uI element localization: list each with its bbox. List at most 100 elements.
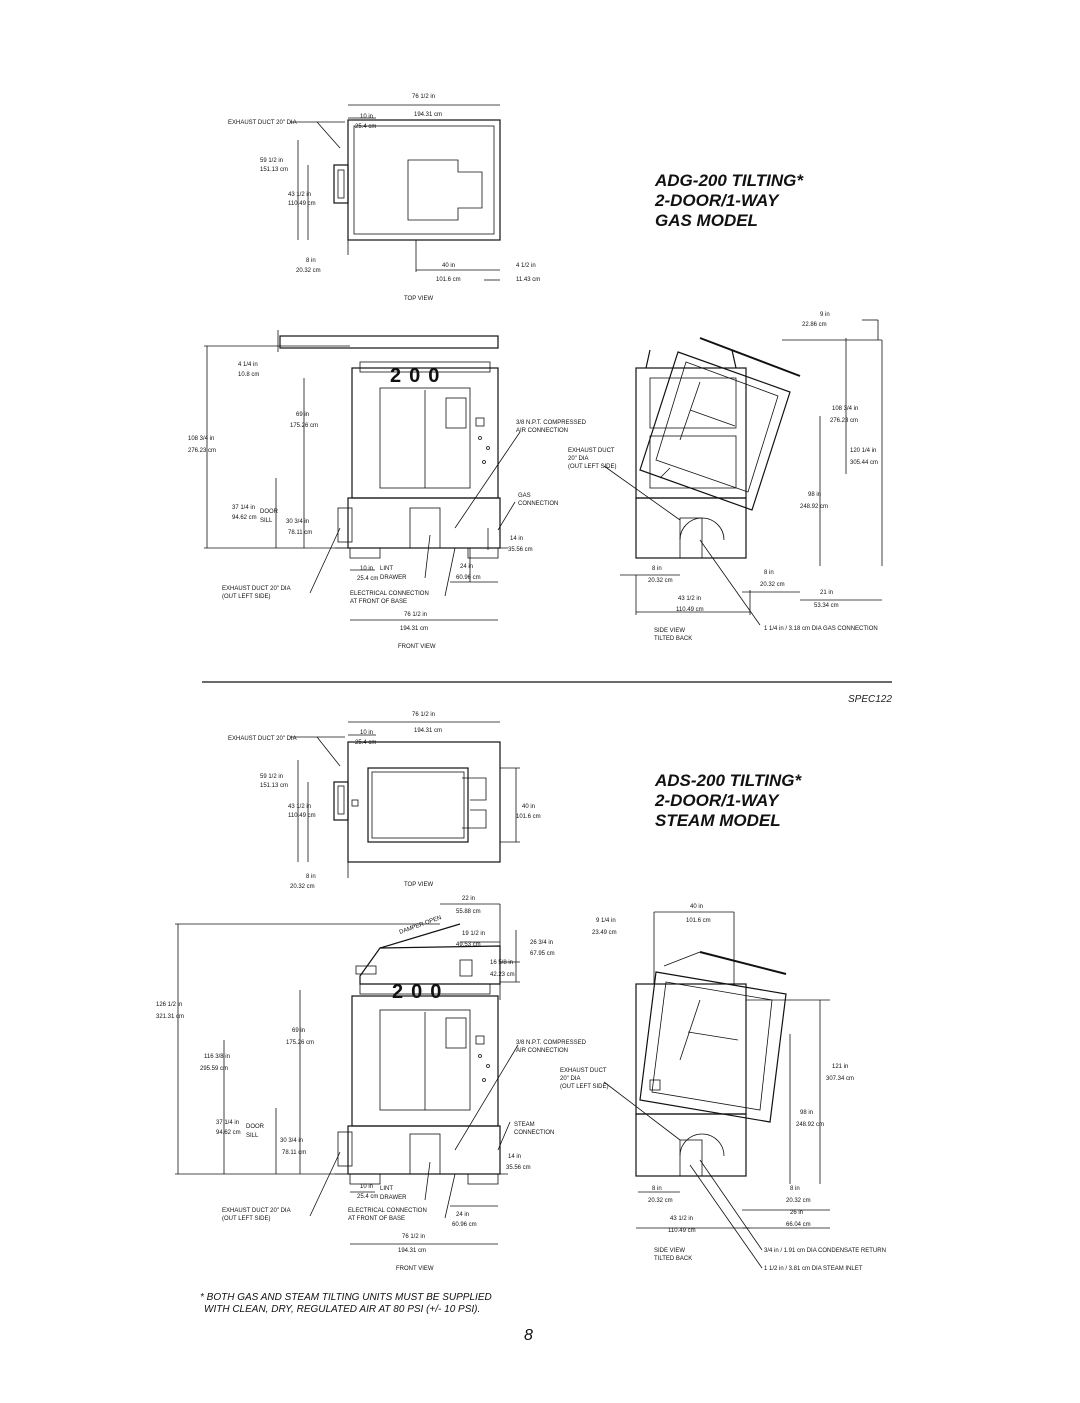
gas-side-8a-cm: 20.32 cm: [648, 578, 673, 584]
gas-side-8a-in: 8 in: [652, 566, 662, 572]
gas-front-sill: SILL: [260, 518, 273, 524]
gas-top-10-in: 10 in: [360, 114, 373, 120]
gas-side-21-in: 21 in: [820, 590, 833, 596]
steam-top-43-in: 43 1/2 in: [288, 804, 311, 810]
gas-title-line2: 2-DOOR/1-WAY: [654, 191, 780, 210]
gas-top-view: EXHAUST DUCT 20" DIA 76 1/2 in 194.31 cm…: [228, 94, 540, 302]
gas-side-exh-1: EXHAUST DUCT: [568, 448, 615, 454]
gas-front-elec-2: AT FRONT OF BASE: [350, 599, 407, 605]
gas-front-air-1: 3/8 N.P.T. COMPRESSED: [516, 420, 587, 426]
gas-top-43-cm: 110.49 cm: [288, 201, 316, 207]
steam-front-69-in: 69 in: [292, 1028, 305, 1034]
steam-front-16-cm: 42.23 cm: [490, 972, 515, 978]
gas-front-elec-1: ELECTRICAL CONNECTION: [350, 591, 429, 597]
gas-top-8-cm: 20.32 cm: [296, 268, 321, 274]
steam-side-121-cm: 307.34 cm: [826, 1076, 854, 1082]
gas-front-24-in: 24 in: [460, 564, 473, 570]
gas-front-10-cm: 25.4 cm: [357, 576, 378, 582]
gas-top-8-in: 8 in: [306, 258, 316, 264]
gas-top-40-cm: 101.6 cm: [436, 277, 461, 283]
steam-side-exh-2: 20" DIA: [560, 1076, 580, 1082]
gas-side-9-cm: 22.86 cm: [802, 322, 827, 328]
steam-front-steam-1: STEAM: [514, 1122, 535, 1128]
gas-front-108-cm: 276.23 cm: [188, 448, 216, 454]
footnote-line2: WITH CLEAN, DRY, REGULATED AIR AT 80 PSI…: [204, 1304, 480, 1315]
steam-side-40-cm: 101.6 cm: [686, 918, 711, 924]
steam-side-26-in: 26 in: [790, 1210, 803, 1216]
steam-front-elec-1: ELECTRICAL CONNECTION: [348, 1208, 427, 1214]
steam-front-126-cm: 321.31 cm: [156, 1014, 184, 1020]
steam-side-inlet: 1 1/2 in / 3.81 cm DIA STEAM INLET: [764, 1266, 863, 1272]
gas-front-caption: FRONT VIEW: [398, 644, 436, 650]
steam-title-line2: 2-DOOR/1-WAY: [654, 791, 780, 810]
steam-top-8-in: 8 in: [306, 874, 316, 880]
gas-front-number: 200: [390, 365, 447, 387]
steam-front-drawer: DRAWER: [380, 1195, 407, 1201]
gas-front-gas-1: GAS: [518, 493, 531, 499]
steam-front-30-in: 30 3/4 in: [280, 1138, 303, 1144]
steam-top-caption: TOP VIEW: [404, 882, 433, 888]
gas-front-37-cm: 94.62 cm: [232, 515, 257, 521]
steam-front-16-in: 16 5/8 in: [490, 960, 513, 966]
steam-side-8a-cm: 20.32 cm: [648, 1198, 673, 1204]
steam-side-98-in: 98 in: [800, 1110, 813, 1116]
gas-top-width-cm: 194.31 cm: [414, 112, 442, 118]
steam-front-19-in: 19 1/2 in: [462, 931, 485, 937]
steam-side-caption-1: SIDE VIEW: [654, 1248, 685, 1254]
gas-side-exh-2: 20" DIA: [568, 456, 588, 462]
steam-side-8b-in: 8 in: [790, 1186, 800, 1192]
steam-front-37-in: 37 1/4 in: [216, 1120, 239, 1126]
gas-side-120-in: 120 1/4 in: [850, 448, 876, 454]
steam-front-steam-2: CONNECTION: [514, 1130, 554, 1136]
steam-side-exh-3: (OUT LEFT SIDE): [560, 1084, 608, 1090]
steam-front-19-cm: 49.53 cm: [456, 942, 481, 948]
gas-front-14-cm: 35.56 cm: [508, 547, 533, 553]
steam-side-26-cm: 66.04 cm: [786, 1222, 811, 1228]
gas-front-24-cm: 60.96 cm: [456, 575, 481, 581]
gas-top-10-cm: 25.4 cm: [355, 124, 376, 130]
spec-code: SPEC122: [848, 694, 892, 705]
steam-front-caption: FRONT VIEW: [396, 1266, 434, 1272]
gas-side-caption-1: SIDE VIEW: [654, 628, 685, 634]
gas-front-30-cm: 78.11 cm: [288, 530, 312, 536]
steam-front-lint: LINT: [380, 1186, 393, 1192]
gas-top-caption: TOP VIEW: [404, 296, 433, 302]
gas-top-4-in: 4 1/2 in: [516, 263, 536, 269]
steam-top-59-cm: 151.13 cm: [260, 783, 288, 789]
gas-side-view: 9 in 22.86 cm 108 3/4 in 276.23 cm 120 1…: [568, 312, 883, 642]
steam-front-69-cm: 175.26 cm: [286, 1040, 314, 1046]
gas-front-gas-2: CONNECTION: [518, 501, 558, 507]
gas-top-59-in: 59 1/2 in: [260, 158, 283, 164]
gas-side-9-in: 9 in: [820, 312, 830, 318]
steam-side-121-in: 121 in: [832, 1064, 848, 1070]
gas-side-120-cm: 305.44 cm: [850, 460, 878, 466]
steam-front-126-in: 126 1/2 in: [156, 1002, 182, 1008]
steam-front-30-cm: 78.11 cm: [282, 1150, 306, 1156]
steam-side-8b-cm: 20.32 cm: [786, 1198, 811, 1204]
gas-side-43-cm: 110.49 cm: [676, 607, 704, 613]
steam-title-line1: ADS-200 TILTING*: [654, 771, 802, 790]
gas-front-exh-1: EXHAUST DUCT 20" DIA: [222, 586, 291, 592]
steam-front-sill: SILL: [246, 1133, 259, 1139]
steam-front-damper: DAMPER OPEN: [399, 915, 443, 936]
gas-side-108-cm: 276.23 cm: [830, 418, 858, 424]
gas-front-14-in: 14 in: [510, 536, 523, 542]
steam-front-24-cm: 60.96 cm: [452, 1222, 477, 1228]
gas-top-4-cm: 11.43 cm: [516, 277, 540, 283]
steam-front-elec-2: AT FRONT OF BASE: [348, 1216, 405, 1222]
gas-front-30-in: 30 3/4 in: [286, 519, 309, 525]
gas-side-gas-conn: 1 1/4 in / 3.18 cm DIA GAS CONNECTION: [764, 626, 878, 632]
steam-side-9-cm: 23.49 cm: [592, 930, 617, 936]
steam-top-8-cm: 20.32 cm: [290, 884, 315, 890]
steam-front-22-cm: 55.88 cm: [456, 909, 481, 915]
steam-front-116-in: 116 3/8 in: [204, 1054, 230, 1060]
gas-front-4-in: 4 1/4 in: [238, 362, 258, 368]
steam-top-exhaust-label: EXHAUST DUCT 20" DIA: [228, 736, 297, 742]
steam-front-10-in: 10 in: [360, 1184, 373, 1190]
steam-top-width-in: 76 1/2 in: [412, 712, 435, 718]
steam-side-8a-in: 8 in: [652, 1186, 662, 1192]
steam-front-22-in: 22 in: [462, 896, 475, 902]
gas-front-air-2: AIR CONNECTION: [516, 428, 568, 434]
steam-front-exh-2: (OUT LEFT SIDE): [222, 1216, 270, 1222]
